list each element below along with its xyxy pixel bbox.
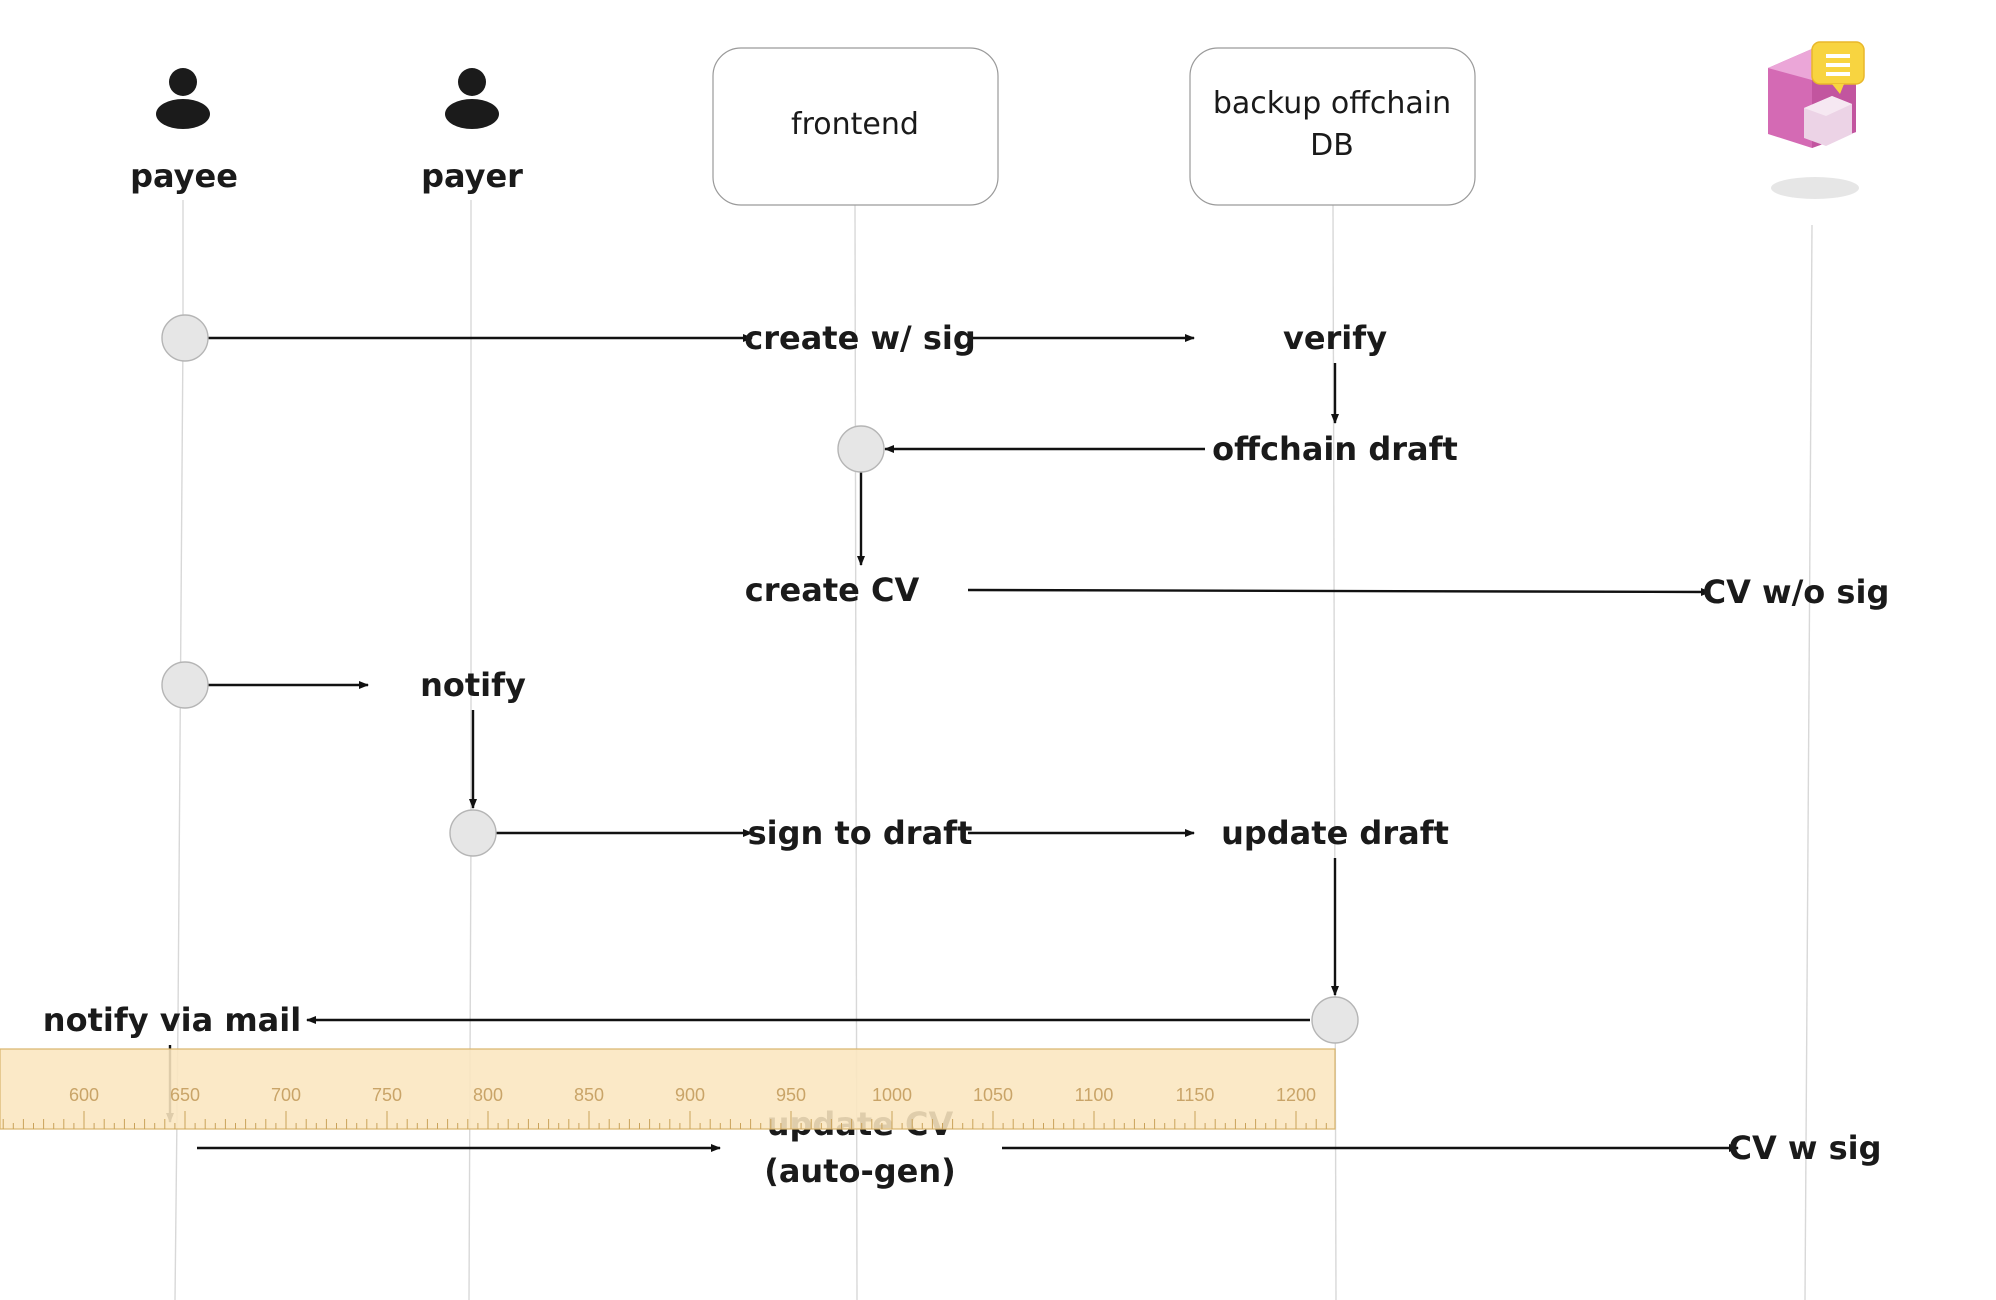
ruler-label: 650 bbox=[170, 1085, 200, 1105]
step-create-cv: create CV bbox=[745, 571, 920, 609]
ruler: 600 650 700 750 800 850 900 950 1000 1050 1100 1150… bbox=[0, 1048, 1336, 1130]
step-create-with-sig: create w/ sig bbox=[744, 319, 976, 357]
ruler-label: 750 bbox=[372, 1085, 402, 1105]
ruler-ticks bbox=[2, 1111, 1327, 1129]
ruler-label: 1200 bbox=[1276, 1085, 1316, 1105]
payee-lifeline bbox=[174, 200, 184, 1300]
step-sign-to-draft: sign to draft bbox=[748, 814, 973, 852]
frontend-label: frontend bbox=[791, 107, 919, 142]
payer-lifeline bbox=[468, 200, 472, 1300]
arrow-create-cv-to-contract bbox=[967, 587, 1711, 596]
step-notify-via-mail: notify via mail bbox=[43, 1001, 301, 1039]
step-notify: notify bbox=[420, 666, 526, 704]
ruler-labels: 600 650 700 750 800 850 900 950 1000 1050 1100 1150… bbox=[69, 1085, 1316, 1105]
person-icon bbox=[156, 68, 210, 129]
payee-label: payee bbox=[130, 157, 238, 195]
backup-db-label-line2: DB bbox=[1310, 128, 1354, 163]
ruler-label: 1100 bbox=[1075, 1085, 1114, 1105]
backup-db-label-line1: backup offchain bbox=[1213, 86, 1451, 121]
activation-circle bbox=[837, 425, 885, 473]
step-cv-without-sig: CV w/o sig bbox=[1703, 573, 1890, 611]
activation-circle bbox=[1311, 996, 1359, 1044]
lifelines bbox=[174, 200, 1813, 1300]
step-cv-with-sig: CV w sig bbox=[1728, 1129, 1881, 1167]
ruler-label: 800 bbox=[473, 1085, 503, 1105]
backup-db-box: backup offchain DB bbox=[1189, 47, 1476, 206]
activation-circle bbox=[161, 661, 209, 709]
step-update-draft: update draft bbox=[1221, 814, 1449, 852]
arrows bbox=[166, 334, 1739, 1152]
ruler-label: 700 bbox=[271, 1085, 301, 1105]
ruler-label: 900 bbox=[675, 1085, 705, 1105]
ruler-label: 1050 bbox=[973, 1085, 1013, 1105]
frontend-box: frontend bbox=[712, 47, 999, 206]
step-update-cv-line2: (auto-gen) bbox=[764, 1152, 956, 1190]
ruler-label: 600 bbox=[69, 1085, 99, 1105]
contract-store-icon bbox=[1768, 41, 1865, 199]
step-verify: verify bbox=[1283, 319, 1387, 357]
activation-circle bbox=[449, 809, 497, 857]
step-offchain-draft: offchain draft bbox=[1212, 430, 1458, 468]
ruler-label: 1150 bbox=[1176, 1085, 1215, 1105]
activations bbox=[161, 314, 1359, 1044]
activation-circle bbox=[161, 314, 209, 362]
ruler-label: 1000 bbox=[872, 1085, 912, 1105]
ruler-label: 850 bbox=[574, 1085, 604, 1105]
ruler-label: 950 bbox=[776, 1085, 806, 1105]
payee-actor: payee bbox=[130, 68, 238, 195]
person-icon bbox=[445, 68, 499, 129]
contract-lifeline bbox=[1804, 224, 1813, 1300]
payer-actor: payer bbox=[421, 68, 523, 195]
payer-label: payer bbox=[421, 157, 523, 195]
